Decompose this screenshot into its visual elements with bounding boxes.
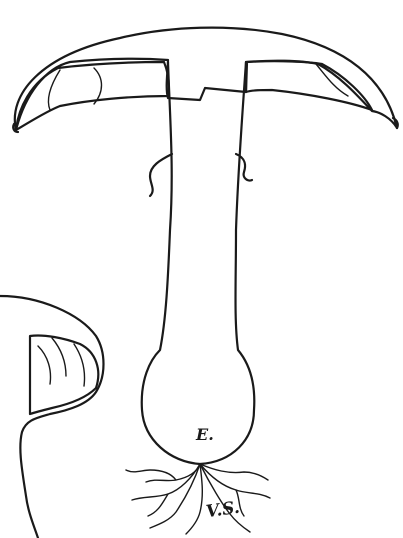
left-gill-line-2 (48, 70, 60, 110)
young-mushroom-gill-line (52, 338, 66, 376)
mycelium-strands (126, 464, 270, 534)
ring-left (150, 154, 172, 196)
young-mushroom-outline (0, 296, 104, 538)
young-mushroom-gill-line-3 (38, 346, 51, 384)
cap-outline (15, 28, 397, 130)
young-mushroom-gill-chamber (30, 335, 98, 414)
young-mushroom-gill-line-2 (74, 344, 85, 386)
base-label: E. (196, 425, 214, 444)
right-gill-chamber (246, 61, 372, 110)
stem-outline (142, 62, 255, 464)
